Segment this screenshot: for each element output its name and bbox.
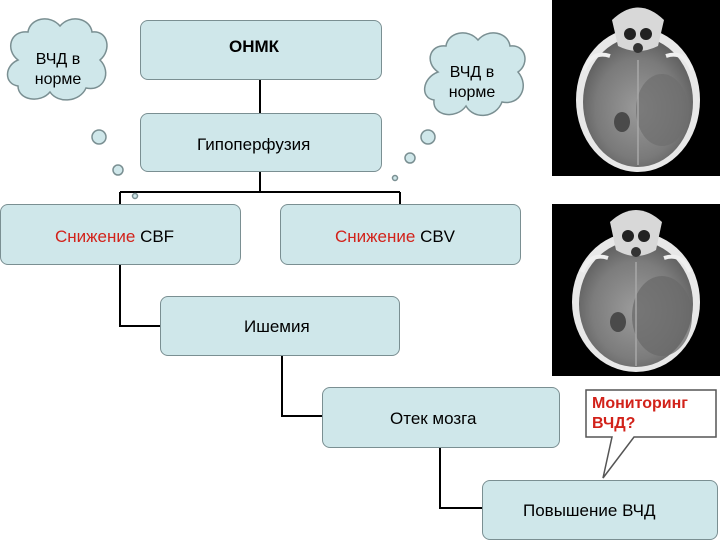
callout-line-1: Мониторинг [592,395,688,412]
node-cbv: Снижение CBV [280,204,521,265]
node-cbf: Снижение CBF [0,204,241,265]
thought-cloud-left [6,18,139,200]
callout-text: Мониторинг ВЧД? [592,394,716,434]
node-icp-rise-label: Повышение ВЧД [523,501,656,520]
node-ischemia: Ишемия [160,296,400,356]
cloud-left-text: ВЧД в норме [18,50,98,90]
node-ischemia-label: Ишемия [244,317,310,336]
node-cbf-prefix: Снижение [55,227,136,246]
node-cbv-suffix: CBV [420,227,456,246]
node-icp-rise: Повышение ВЧД [482,480,718,540]
node-hypoperfusion: Гипоперфузия [140,113,382,172]
node-cbv-prefix: Снижение [335,227,416,246]
callout-line-2: ВЧД? [592,415,636,432]
node-edema: Отек мозга [322,387,560,448]
cloud-left-line-2: норме [34,71,82,88]
cloud-right-line-1: ВЧД в [449,64,495,81]
cloud-right-line-2: норме [448,84,496,101]
node-onmk-label: ОНМК [229,37,280,56]
ct-scan-top [552,0,720,176]
node-onmk: ОНМК [140,20,382,80]
node-edema-label: Отек мозга [390,409,477,428]
node-cbf-suffix: CBF [140,227,175,246]
thought-cloud-right [391,32,526,182]
node-hypoperfusion-label: Гипоперфузия [197,135,311,154]
cloud-left-line-1: ВЧД в [35,51,81,68]
ct-scan-bottom [552,204,720,376]
cloud-right-text: ВЧД в норме [432,63,512,103]
